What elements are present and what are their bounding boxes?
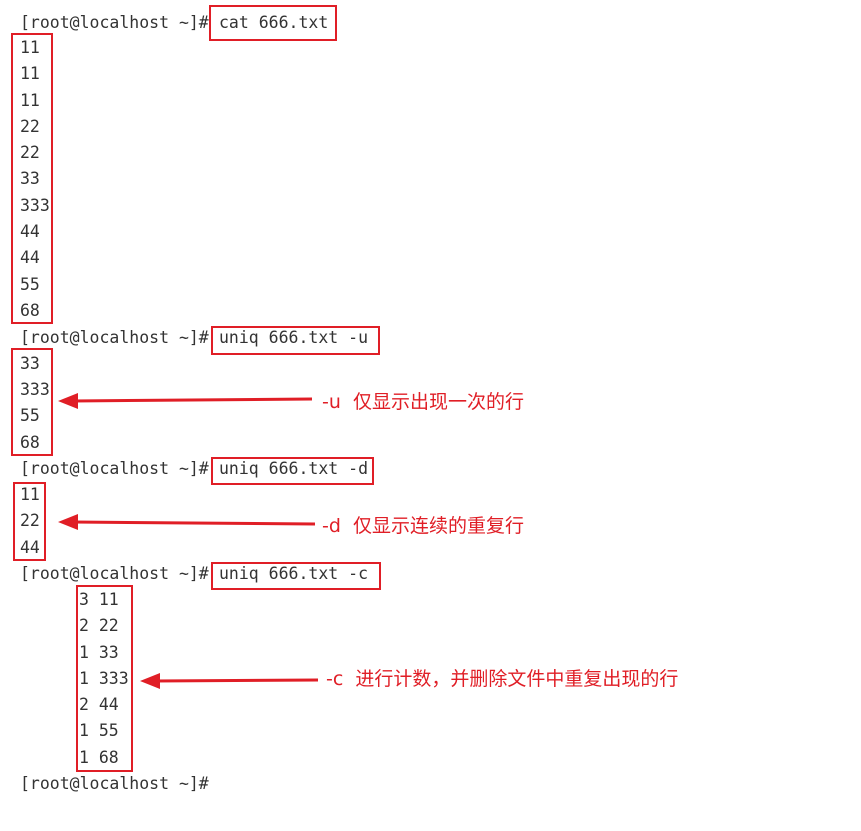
output-line: 1 68 — [79, 748, 119, 767]
output-line: 44 — [20, 538, 40, 557]
output-line: 22 — [20, 511, 40, 530]
output-line: 1 33 — [79, 643, 119, 662]
command-highlight-box — [211, 562, 381, 590]
command-uniq-u: uniq 666.txt -u — [219, 328, 369, 347]
shell-prompt: [root@localhost ~]# — [20, 328, 209, 347]
output-line: 1 333 — [79, 669, 129, 688]
output-line: 22 — [20, 117, 40, 136]
output-line: 11 — [20, 91, 40, 110]
output-line: 33 — [20, 169, 40, 188]
shell-prompt: [root@localhost ~]# — [20, 13, 209, 32]
output-highlight-box — [11, 33, 53, 324]
output-line: 44 — [20, 222, 40, 241]
arrow-icon — [58, 393, 313, 409]
output-line: 11 — [20, 38, 40, 57]
shell-prompt: [root@localhost ~]# — [20, 459, 209, 478]
output-line: 55 — [20, 275, 40, 294]
arrow-icon — [58, 514, 316, 530]
command-highlight-box — [211, 326, 380, 355]
command-uniq-d: uniq 666.txt -d — [219, 459, 369, 478]
output-line: 11 — [20, 485, 40, 504]
output-highlight-box — [13, 482, 46, 561]
output-line: 55 — [20, 406, 40, 425]
output-line: 2 44 — [79, 695, 119, 714]
output-line: 68 — [20, 301, 40, 320]
command-uniq-c: uniq 666.txt -c — [219, 564, 369, 583]
output-line: 1 55 — [79, 721, 119, 740]
annotation-u: -u 仅显示出现一次的行 — [322, 391, 524, 413]
command-highlight-box — [211, 457, 374, 485]
output-line: 2 22 — [79, 616, 119, 635]
output-line: 3 11 — [79, 590, 119, 609]
command-highlight-box — [209, 5, 337, 41]
output-line: 68 — [20, 433, 40, 452]
output-line: 22 — [20, 143, 40, 162]
annotation-d: -d 仅显示连续的重复行 — [322, 515, 524, 537]
output-line: 33 — [20, 354, 40, 373]
shell-prompt: [root@localhost ~]# — [20, 564, 209, 583]
output-line: 44 — [20, 248, 40, 267]
arrow-icon — [140, 673, 319, 689]
output-highlight-box — [76, 585, 133, 772]
output-line: 333 — [20, 196, 50, 215]
output-highlight-box — [11, 348, 53, 456]
output-line: 11 — [20, 64, 40, 83]
annotation-c: -c 进行计数，并删除文件中重复出现的行 — [326, 668, 679, 690]
shell-prompt: [root@localhost ~]# — [20, 774, 209, 793]
command-cat: cat 666.txt — [219, 13, 329, 32]
output-line: 333 — [20, 380, 50, 399]
